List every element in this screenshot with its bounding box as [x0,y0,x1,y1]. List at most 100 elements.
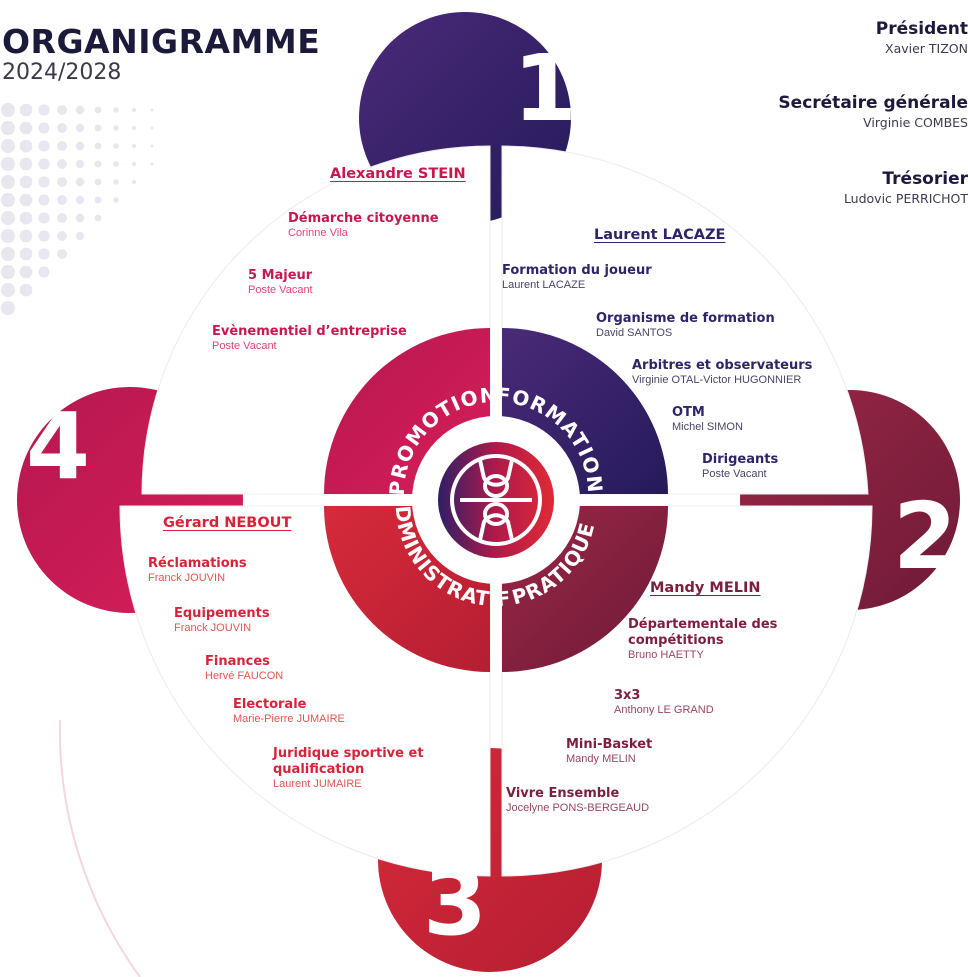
item-person: Marie-Pierre JUMAIRE [233,713,345,725]
basketball-icon [450,454,542,546]
pratique-item: Vivre Ensemble Jocelyne PONS-BERGEAUD [506,786,649,815]
decorative-dot [38,230,50,242]
decorative-dot [94,214,102,222]
promotion-head: Alexandre STEIN [330,166,466,182]
officer-name: Xavier TIZON [885,41,968,56]
header: ORGANIGRAMME 2024/2028 [2,24,320,86]
item-title: OTM [672,405,705,420]
item-person: Laurent JUMAIRE [273,778,362,790]
item-title: Electorale [233,697,307,712]
item-person: Anthony LE GRAND [614,704,714,716]
item-person: Poste Vacant [212,340,277,352]
formation-head: Laurent LACAZE [594,227,726,243]
decorative-dot [1,175,15,189]
decorative-dot [19,121,33,135]
decorative-dot [57,159,67,169]
item-title: Démarche citoyenne [288,211,439,226]
decorative-dot [75,231,85,241]
item-person: Franck JOUVIN [174,622,252,634]
item-person: Franck JOUVIN [148,572,226,584]
decorative-dot [94,160,102,168]
item-title-line2: compétitions [628,633,724,648]
officer-role: Secrétaire générale [778,93,968,113]
item-title: Mini-Basket [566,737,653,752]
item-person: Hervé FAUCON [205,670,284,682]
page-years: 2024/2028 [2,60,122,85]
item-title: Départementale des [628,617,778,632]
decorative-dot [1,157,15,171]
decorative-dot [75,213,85,223]
decorative-dot [94,106,102,114]
decorative-dot [150,126,154,130]
item-person: Poste Vacant [248,284,313,296]
number-2: 2 [893,483,957,590]
decorative-dot [150,108,154,112]
promotion-item: Evènementiel d’entreprise Poste Vacant [212,324,407,353]
decorative-dot [1,103,15,117]
decorative-dot [38,248,50,260]
formation-item: Dirigeants Poste Vacant [702,452,778,481]
decorative-dot [1,193,15,207]
decorative-dot [131,143,137,149]
item-person: Poste Vacant [702,468,767,480]
decorative-dot [1,211,15,225]
decorative-dot [57,213,67,223]
decorative-dot [1,139,15,153]
decorative-dot [94,124,102,132]
item-title: Réclamations [148,556,247,571]
decorative-dot [38,158,50,170]
decorative-dot [113,161,119,167]
decorative-dot [19,157,33,171]
decorative-dot [57,141,67,151]
decorative-dot [57,249,67,259]
decorative-dot [38,104,50,116]
item-person: Corinne Vila [288,227,348,239]
administratif-item: Finances Hervé FAUCON [205,654,283,683]
decorative-dot [113,197,119,203]
decorative-dot [1,229,15,243]
item-person: Michel SIMON [672,421,743,433]
decorative-dot [113,143,119,149]
item-title: Organisme de formation [596,311,775,326]
administratif-item: Equipements Franck JOUVIN [174,606,270,635]
officer-secretary: Secrétaire générale Virginie COMBES [778,92,968,132]
decorative-dot [131,125,137,131]
decorative-dot [94,178,102,186]
decorative-dot [131,179,137,185]
decorative-dot [75,105,85,115]
formation-item: Arbitres et observateurs Virginie OTAL-V… [632,358,812,387]
decorative-dot [113,107,119,113]
item-title: Equipements [174,606,270,621]
decorative-dot [113,125,119,131]
item-title: Arbitres et observateurs [632,358,813,373]
decorative-dot [19,139,33,153]
decorative-dot [38,266,50,278]
decorative-dot [1,265,15,279]
decorative-dot [131,161,137,167]
formation-item: Organisme de formation David SANTOS [596,311,775,340]
pratique-item: Départementale des compétitions Bruno HA… [628,617,777,662]
item-person: Jocelyne PONS-BERGEAUD [506,802,650,814]
decorative-dot [150,162,154,166]
item-person: David SANTOS [596,327,673,339]
decorative-dot [19,265,33,279]
decorative-dot [57,195,67,205]
pratique-item: 3x3 Anthony LE GRAND [614,688,714,717]
decorative-dot [150,144,154,148]
dot-pattern-decoration [1,103,154,315]
officer-name: Ludovic PERRICHOT [843,191,968,206]
decorative-dot [38,194,50,206]
decorative-dot [38,140,50,152]
decorative-dot [19,175,33,189]
decorative-dot [57,123,67,133]
decorative-dot [1,283,15,297]
number-4: 4 [26,393,90,500]
decorative-dot [19,283,33,297]
decorative-dot [113,179,119,185]
decorative-dot [57,231,67,241]
decorative-dot [94,142,102,150]
decorative-dot [131,107,137,113]
item-title: Formation du joueur [502,263,652,278]
decorative-dot [57,105,67,115]
